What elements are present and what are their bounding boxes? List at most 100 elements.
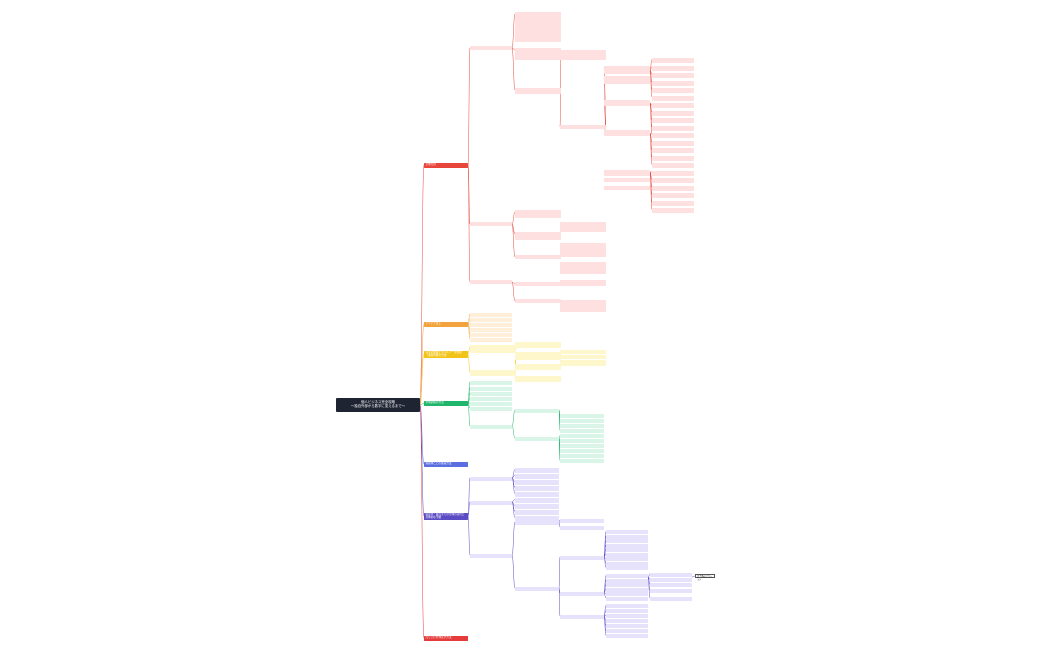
sub-node[interactable] xyxy=(515,210,561,218)
sub-node[interactable] xyxy=(515,342,561,348)
branch-self-skills[interactable]: 自身の経験とスキルデータ整理（適性判断の方法） xyxy=(424,351,468,359)
sub-node[interactable] xyxy=(470,222,512,226)
sub-node[interactable] xyxy=(560,424,604,428)
sub-node[interactable] xyxy=(515,504,559,509)
sub-node[interactable] xyxy=(515,520,559,525)
sub-node[interactable] xyxy=(560,243,606,257)
sub-node[interactable] xyxy=(470,401,512,406)
sub-node[interactable] xyxy=(515,352,561,360)
sub-node[interactable] xyxy=(604,178,650,182)
sub-node[interactable] xyxy=(470,380,512,385)
sub-node[interactable] xyxy=(606,561,648,566)
sub-node[interactable] xyxy=(515,474,559,479)
sub-node[interactable] xyxy=(515,586,559,591)
sub-node[interactable] xyxy=(470,396,512,401)
sub-node[interactable] xyxy=(560,125,606,129)
sub-node[interactable] xyxy=(606,592,648,596)
sub-node[interactable] xyxy=(560,454,604,458)
sub-node[interactable] xyxy=(470,406,512,411)
sub-node[interactable] xyxy=(470,327,512,332)
sub-node[interactable] xyxy=(606,609,648,613)
sub-node[interactable] xyxy=(604,170,650,176)
sub-node[interactable] xyxy=(650,572,692,577)
sub-node[interactable] xyxy=(560,355,606,359)
sub-node[interactable] xyxy=(560,280,606,286)
sub-node[interactable] xyxy=(652,200,694,206)
sub-node[interactable] xyxy=(560,300,606,312)
branch-monetization-flow[interactable]: 収益化・販売までの全体の流れと具体的な手順 xyxy=(424,513,468,521)
sub-node[interactable] xyxy=(515,480,559,485)
sub-node[interactable] xyxy=(606,629,648,633)
sub-node[interactable] xyxy=(515,516,559,521)
sub-node[interactable] xyxy=(652,140,694,146)
sub-node[interactable] xyxy=(470,345,516,353)
branch-overall-policy[interactable]: 全体方針 xyxy=(424,163,468,168)
sub-node[interactable] xyxy=(652,185,694,191)
sub-node[interactable] xyxy=(470,370,516,376)
sub-node[interactable] xyxy=(606,548,648,552)
sub-node[interactable] xyxy=(515,12,561,42)
sub-node[interactable] xyxy=(652,118,694,123)
sub-node[interactable] xyxy=(560,419,604,423)
sub-node[interactable] xyxy=(604,66,650,74)
sub-node[interactable] xyxy=(515,510,559,515)
sub-node[interactable] xyxy=(515,436,559,441)
sub-node[interactable] xyxy=(604,186,650,190)
sub-node[interactable] xyxy=(470,46,512,50)
sub-node[interactable] xyxy=(515,255,561,259)
sub-node[interactable] xyxy=(652,95,694,101)
sub-node[interactable] xyxy=(560,614,604,619)
sub-node[interactable] xyxy=(560,518,604,523)
sub-node[interactable] xyxy=(606,539,648,543)
sub-node[interactable] xyxy=(515,376,561,382)
branch-grow-sales[interactable]: 売り上げを伸ばす方法 xyxy=(424,636,468,641)
sub-node[interactable] xyxy=(606,614,648,618)
sub-node[interactable] xyxy=(470,332,512,337)
sub-node[interactable] xyxy=(650,596,692,601)
sub-node[interactable] xyxy=(560,50,606,60)
sub-node[interactable] xyxy=(470,386,512,391)
sub-node[interactable] xyxy=(515,408,559,413)
sub-node[interactable] xyxy=(470,391,512,396)
sub-node[interactable] xyxy=(470,322,512,327)
sub-node[interactable] xyxy=(606,534,648,539)
sub-node[interactable] xyxy=(652,208,694,213)
sub-node[interactable] xyxy=(470,424,512,429)
sub-node[interactable] xyxy=(470,553,512,558)
sub-node[interactable] xyxy=(606,596,648,601)
sub-node[interactable] xyxy=(560,439,604,443)
sub-node[interactable] xyxy=(606,578,648,583)
sub-node[interactable] xyxy=(606,530,648,534)
sub-node[interactable] xyxy=(650,588,692,593)
sub-node[interactable] xyxy=(604,76,650,84)
branch-acquisition[interactable]: 各媒体ごとの集客方法 xyxy=(424,462,468,467)
sub-node[interactable] xyxy=(604,100,650,106)
sub-node[interactable] xyxy=(560,360,606,366)
sub-node[interactable] xyxy=(470,312,512,317)
sub-node[interactable] xyxy=(652,65,694,71)
sub-node[interactable] xyxy=(470,500,512,505)
sub-node[interactable] xyxy=(470,476,512,481)
sub-node[interactable] xyxy=(515,282,561,286)
sub-node[interactable] xyxy=(560,434,604,438)
sub-node[interactable] xyxy=(606,557,648,561)
sub-node[interactable] xyxy=(560,262,606,274)
sub-node[interactable] xyxy=(515,492,559,497)
sub-node[interactable] xyxy=(560,591,604,596)
sub-node[interactable] xyxy=(606,619,648,623)
branch-idea-generation[interactable]: アイデア出し xyxy=(424,322,468,327)
sub-node[interactable] xyxy=(606,624,648,628)
root-node[interactable]: 個人ビジネス完全攻略 ～独自外部から数字に変えるまで～ xyxy=(336,398,420,412)
sub-node[interactable] xyxy=(470,317,512,322)
sub-node[interactable] xyxy=(652,148,694,153)
sub-node[interactable] xyxy=(470,280,512,284)
sub-node[interactable] xyxy=(560,350,606,354)
sub-node[interactable] xyxy=(470,337,512,342)
sub-node[interactable] xyxy=(560,444,604,448)
sub-node[interactable] xyxy=(606,574,648,578)
sub-node[interactable] xyxy=(652,73,694,78)
sub-node[interactable] xyxy=(650,582,692,587)
sub-node[interactable] xyxy=(560,429,604,433)
sub-node[interactable] xyxy=(515,232,561,240)
sub-node[interactable] xyxy=(650,577,692,582)
